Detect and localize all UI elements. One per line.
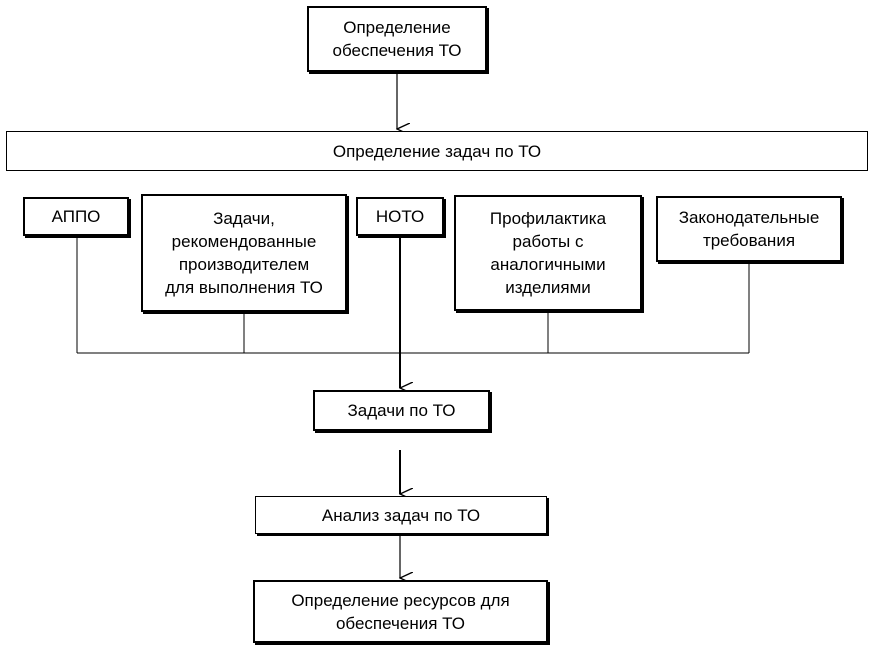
box-resources: Определение ресурсов для обеспечения ТО (253, 580, 548, 643)
box-tasks-to: Задачи по ТО (313, 390, 490, 431)
box-analysis: Анализ задач по ТО (255, 496, 547, 534)
box-noto: НОТО (356, 197, 444, 236)
box-legislative: Законодательные требования (656, 196, 842, 262)
box-prevention: Профилактика работы с аналогичными издел… (454, 195, 642, 311)
box-manufacturer-tasks: Задачи, рекомендованные производителем д… (141, 194, 347, 312)
box-appo: АППО (23, 197, 129, 236)
box-definition-tasks: Определение задач по ТО (6, 131, 868, 171)
box-definition-support: Определение обеспечения ТО (307, 6, 487, 72)
